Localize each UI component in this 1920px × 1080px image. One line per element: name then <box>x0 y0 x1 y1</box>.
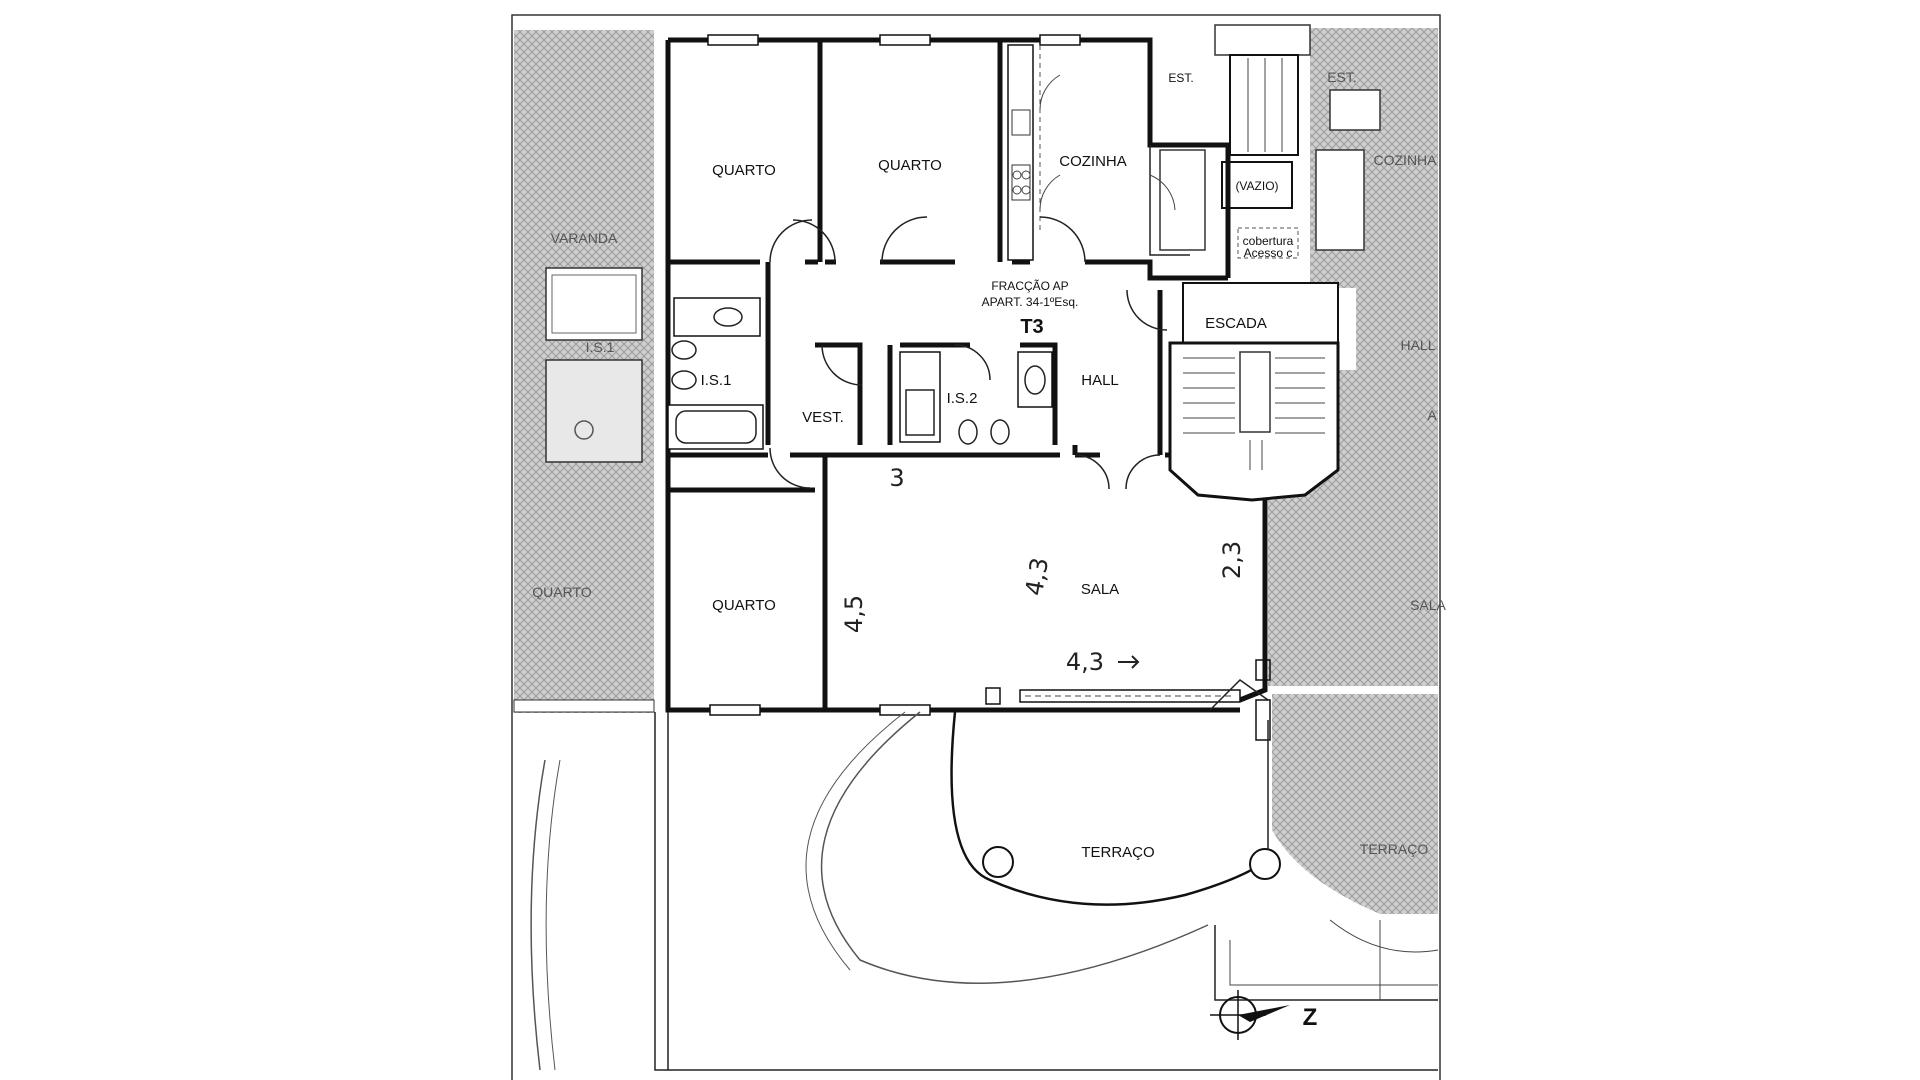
room-label-is2: I.S.2 <box>947 390 978 407</box>
neighbor-label-varanda: VARANDA <box>551 230 618 246</box>
stair-block <box>1168 282 1340 502</box>
room-label-quarto-nw: QUARTO <box>712 162 776 179</box>
room-label-est: EST. <box>1168 71 1193 85</box>
neighbor-label-quarto: QUARTO <box>532 584 591 600</box>
neighbor-label-cozinha: COZINHA <box>1374 152 1438 168</box>
dim-sala-bottom-arrow <box>1118 655 1140 669</box>
neighbor-label-is1: I.S.1 <box>586 339 615 355</box>
label-apartamento: APART. 34-1ºEsq. <box>982 295 1079 309</box>
label-cobertura-2: Acesso c <box>1244 246 1293 260</box>
label-fraccao: FRACÇÃO AP <box>991 279 1068 293</box>
room-label-sala: SALA <box>1081 581 1119 598</box>
bathroom-fixtures <box>667 297 1053 450</box>
room-label-vazio: (VAZIO) <box>1235 179 1278 193</box>
room-label-cozinha: COZINHA <box>1059 153 1127 170</box>
room-label-quarto-n: QUARTO <box>878 157 942 174</box>
drawing-frame <box>511 14 1441 1080</box>
room-label-hall: HALL <box>1081 372 1119 389</box>
label-tipologia: T3 <box>1020 316 1043 338</box>
windows <box>707 34 1241 716</box>
neighbor-label-sala: SALA <box>1410 597 1446 613</box>
room-label-vest: VEST. <box>802 409 844 426</box>
dim-sala-right: 2,3 <box>1218 541 1246 579</box>
room-label-is1: I.S.1 <box>701 372 732 389</box>
dim-sala-center: 4,3 <box>1020 555 1054 597</box>
room-label-terraco: TERRAÇO <box>1081 844 1154 861</box>
elevator-shaft <box>1214 24 1311 259</box>
dim-sala-bottom: 4,3 <box>1066 648 1104 676</box>
dim-hall-top: 3 <box>889 464 904 492</box>
neighbor-label-hall: HALL <box>1400 337 1435 353</box>
terrace-area <box>530 711 1439 1071</box>
room-label-quarto-sw: QUARTO <box>712 597 776 614</box>
kitchen-fixtures <box>1007 44 1206 261</box>
room-label-escada: ESCADA <box>1205 315 1267 332</box>
apartment-walls <box>665 37 1268 713</box>
neighbor-label-terraco: TERRAÇO <box>1360 841 1429 857</box>
neighbor-east-hatch <box>1268 28 1438 914</box>
north-label: Z <box>1303 1004 1318 1031</box>
north-arrow <box>1210 990 1290 1040</box>
label-cobertura-1: cobertura <box>1243 234 1294 248</box>
neighbor-label-est: EST. <box>1327 69 1357 85</box>
neighbor-label-a: A <box>1427 407 1437 423</box>
door-swings <box>769 74 1271 741</box>
neighbor-west-hatch <box>513 30 655 713</box>
dim-sala-side: 4,5 <box>840 595 868 633</box>
